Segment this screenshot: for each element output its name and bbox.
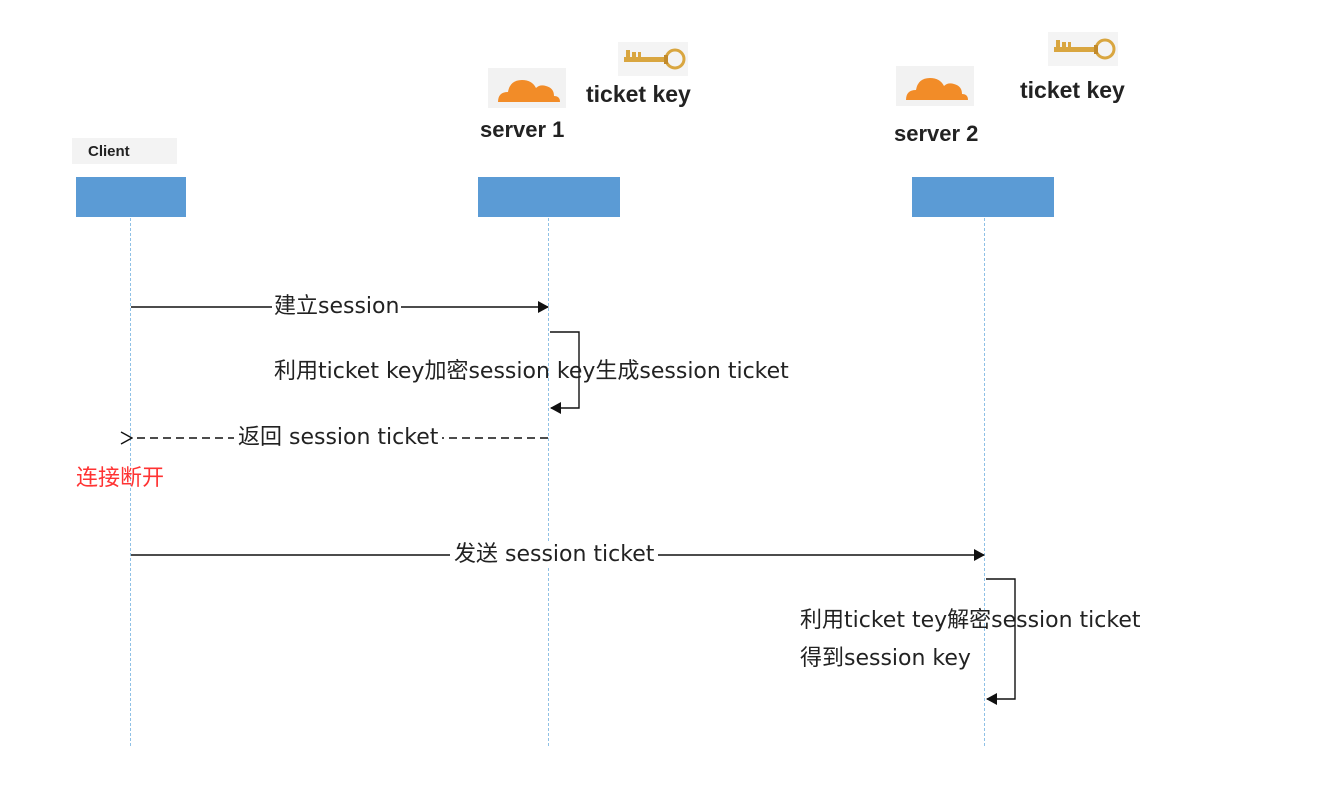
server2-actor-box: [912, 177, 1054, 217]
note-get-session-key: 得到session key: [800, 646, 971, 671]
server1-key-icon: [618, 42, 688, 76]
arrow-self-server1: [550, 331, 580, 414]
server1-key-label: ticket key: [586, 81, 691, 107]
note-encrypt-session-key: 利用ticket key加密session key生成session ticke…: [274, 359, 789, 384]
client-actor-box: [76, 177, 186, 217]
server1-cloud-icon: [488, 68, 566, 108]
msg-return-ticket: 返回 session ticket: [234, 425, 443, 451]
arrow-self-server2: [986, 578, 1016, 705]
server2-lifeline: [984, 218, 985, 746]
server1-actor-box: [478, 177, 620, 217]
msg-establish-session: 建立session: [272, 294, 402, 320]
server2-cloud-icon: [896, 66, 974, 106]
client-lifeline: [130, 218, 131, 746]
server1-lifeline: [548, 218, 549, 746]
server2-key-label: ticket key: [1020, 77, 1125, 103]
msg-send-ticket: 发送 session ticket: [450, 542, 659, 568]
disconnect-note: 连接断开: [76, 466, 165, 491]
server2-key-icon: [1048, 32, 1118, 66]
server2-label: server 2: [894, 121, 979, 146]
client-label: Client: [72, 138, 177, 164]
server1-label: server 1: [480, 117, 565, 142]
note-decrypt-ticket: 利用ticket tey解密session ticket: [800, 608, 1141, 633]
